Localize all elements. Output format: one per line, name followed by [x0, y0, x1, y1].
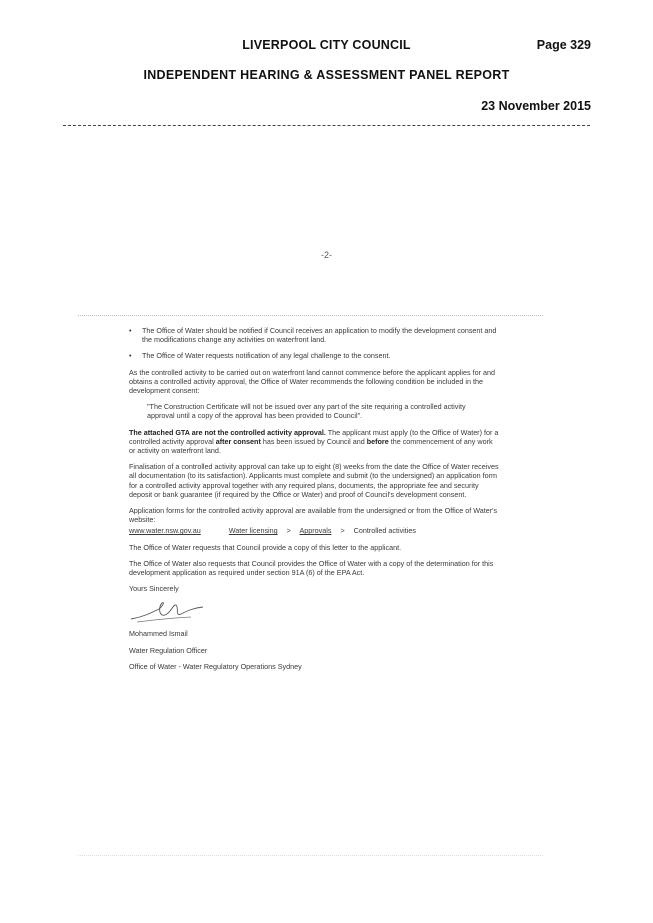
letter-page-marker: -2-	[321, 250, 332, 260]
closing: Yours Sincerely	[129, 584, 179, 594]
gta-text-2: has been issued by Council and	[260, 436, 367, 446]
bullet-legal-challenge: The Office of Water requests notificatio…	[129, 351, 499, 360]
para-copy-request: The Office of Water requests that Counci…	[129, 542, 402, 552]
scanned-letter: The Office of Water should be notified i…	[129, 326, 499, 678]
quoted-condition: "The Construction Certificate will not b…	[147, 402, 466, 421]
gta-bold-3: before	[366, 436, 389, 446]
para-controlled-activity: As the controlled activity to be carried…	[129, 367, 495, 396]
link-approvals[interactable]: Approvals	[299, 526, 332, 536]
link-website[interactable]: www.water.nsw.gov.au	[129, 526, 201, 536]
signatory-name: Mohammed Ismail	[129, 629, 188, 639]
council-name: LIVERPOOL CITY COUNCIL	[242, 38, 411, 52]
para-finalisation: Finalisation of a controlled activity ap…	[129, 462, 499, 499]
signatory-title: Water Regulation Officer	[129, 645, 208, 655]
para-determination: The Office of Water also requests that C…	[129, 558, 494, 578]
link-water-licensing[interactable]: Water licensing	[228, 526, 278, 536]
bullet-notify-modification: The Office of Water should be notified i…	[129, 326, 499, 344]
gta-bold-2: after consent	[215, 436, 261, 446]
website-path: www.water.nsw.gov.au Water licensing > A…	[129, 526, 499, 535]
scan-bottom-edge	[78, 855, 543, 856]
signatory-organisation: Office of Water - Water Regulatory Opera…	[129, 661, 302, 671]
para-application-forms: Application forms for the controlled act…	[129, 506, 498, 525]
gta-bold-1: The attached GTA are not the controlled …	[129, 427, 326, 437]
gta-text-1: The applicant must apply (to the Office …	[129, 427, 499, 446]
para-gta: The attached GTA are not the controlled …	[129, 428, 499, 456]
breadcrumb-separator-icon: >	[286, 526, 291, 536]
report-title: INDEPENDENT HEARING & ASSESSMENT PANEL R…	[143, 68, 510, 82]
scan-top-edge	[78, 315, 543, 316]
page-number: Page 329	[536, 38, 591, 52]
report-date: 23 November 2015	[481, 99, 591, 113]
link-controlled-activities: Controlled activities	[353, 526, 416, 536]
signature-image	[130, 602, 204, 623]
breadcrumb-separator-icon: >	[340, 526, 345, 536]
header-divider	[63, 125, 590, 126]
gta-text-3: the commencement of any work or activity…	[129, 436, 493, 456]
